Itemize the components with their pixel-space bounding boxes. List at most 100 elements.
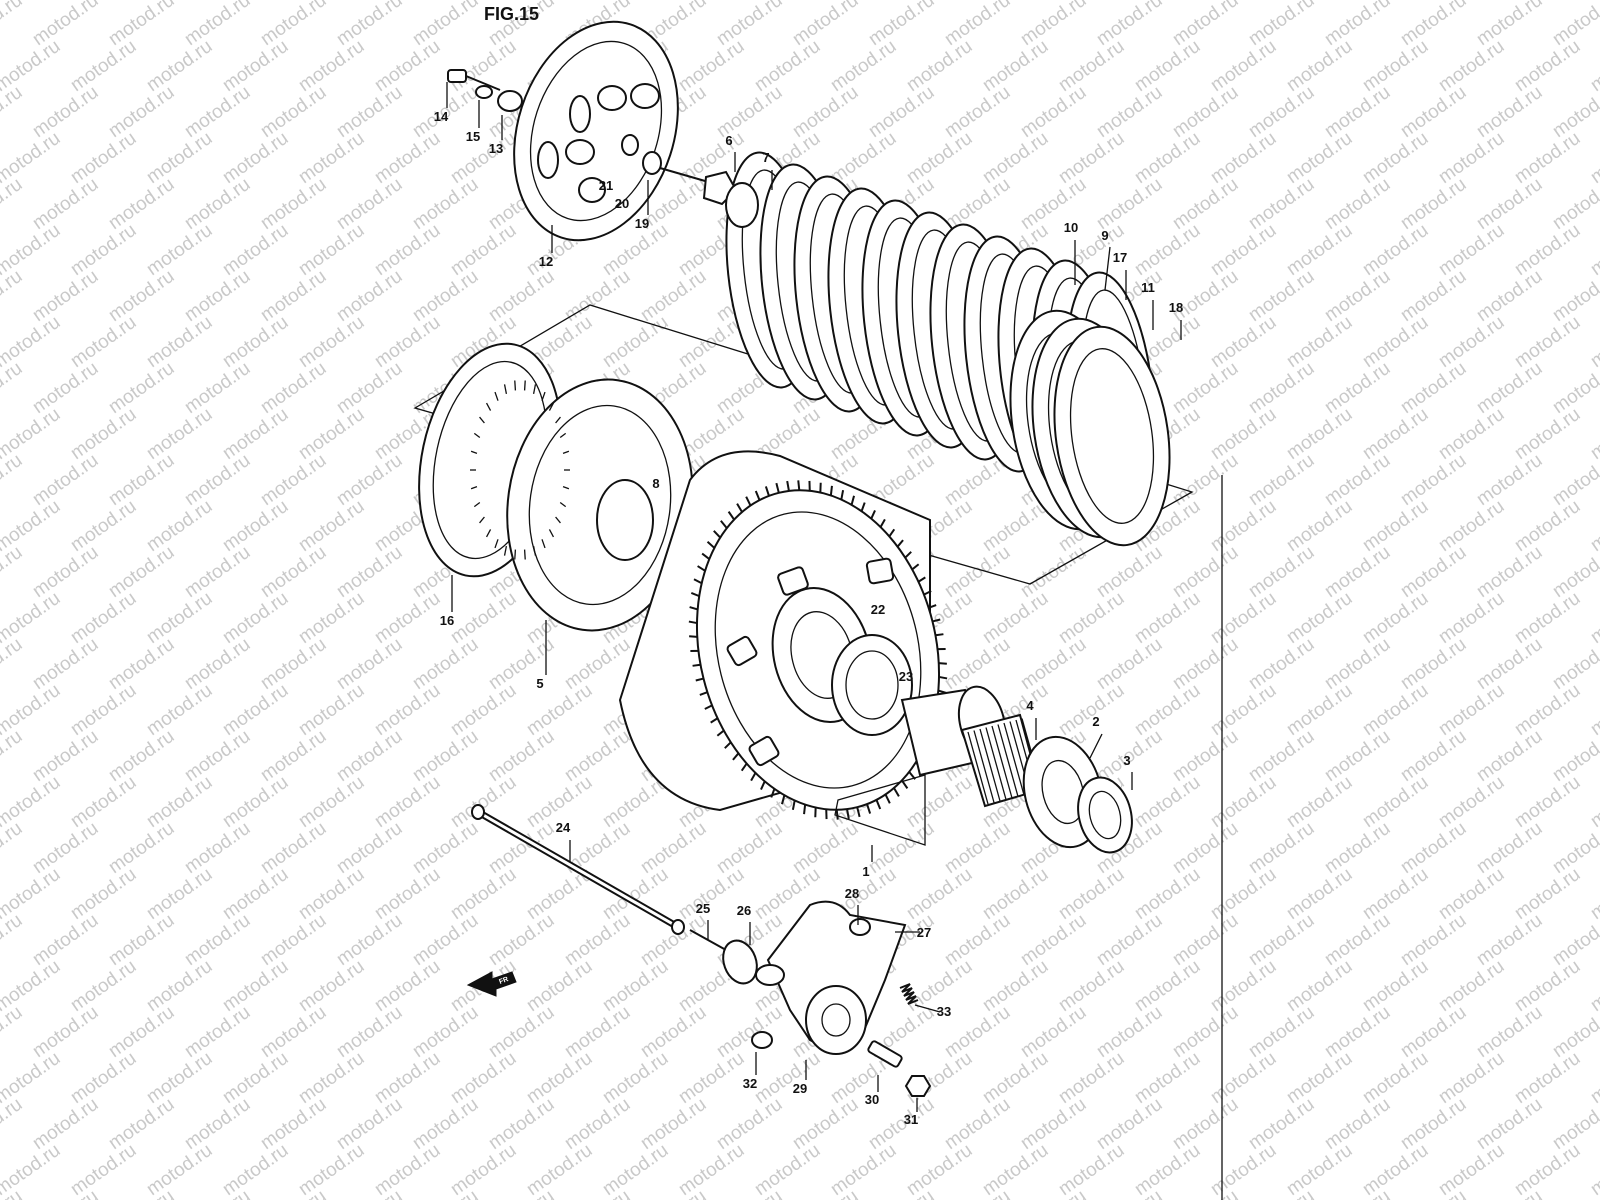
watermark-text: motod.ru — [485, 910, 558, 970]
watermark-text: motod.ru — [1397, 450, 1470, 510]
watermark-text: motod.ru — [257, 1094, 330, 1154]
watermark-text: motod.ru — [1359, 772, 1432, 832]
watermark-text: motod.ru — [1511, 312, 1584, 372]
watermark-text: motod.ru — [1283, 496, 1356, 556]
watermark-text: motod.ru — [1321, 542, 1394, 602]
watermark-text: motod.ru — [1131, 588, 1204, 648]
watermark-text: motod.ru — [1245, 82, 1318, 142]
watermark-text: motod.ru — [751, 1140, 824, 1200]
watermark-text: motod.ru — [143, 956, 216, 1016]
watermark-text: motod.ru — [1435, 588, 1508, 648]
part-label: 10 — [1064, 220, 1078, 235]
watermark-text: motod.ru — [979, 36, 1052, 96]
watermark-text: motod.ru — [0, 1002, 26, 1062]
watermark-text: motod.ru — [1473, 82, 1546, 142]
watermark-text: motod.ru — [1511, 220, 1584, 280]
watermark-text: motod.ru — [1511, 956, 1584, 1016]
watermark-text: motod.ru — [447, 864, 520, 924]
watermark-text: motod.ru — [1169, 634, 1242, 694]
watermark-text: motod.ru — [599, 1140, 672, 1200]
watermark-text: motod.ru — [1473, 174, 1546, 234]
watermark-text: motod.ru — [789, 818, 862, 878]
watermark-text: motod.ru — [1055, 956, 1128, 1016]
watermark-text: motod.ru — [1245, 726, 1318, 786]
watermark-text: motod.ru — [257, 910, 330, 970]
watermark-text: motod.ru — [1321, 0, 1394, 50]
watermark-text: motod.ru — [561, 1186, 634, 1200]
watermark-text: motod.ru — [637, 266, 710, 326]
watermark-text: motod.ru — [1207, 312, 1280, 372]
watermark-text: motod.ru — [1055, 1048, 1128, 1108]
watermark-text: motod.ru — [67, 588, 140, 648]
watermark-text: motod.ru — [1283, 956, 1356, 1016]
watermark-text: motod.ru — [1017, 0, 1090, 50]
watermark-text: motod.ru — [1473, 634, 1546, 694]
watermark-text: motod.ru — [143, 128, 216, 188]
watermark-text: motod.ru — [561, 1094, 634, 1154]
watermark-text: motod.ru — [1245, 266, 1318, 326]
watermark-text: motod.ru — [181, 726, 254, 786]
watermark-text: motod.ru — [1093, 174, 1166, 234]
watermark-text: motod.ru — [1055, 588, 1128, 648]
watermark-text: motod.ru — [219, 588, 292, 648]
watermark-text: motod.ru — [485, 634, 558, 694]
watermark-text: motod.ru — [1131, 772, 1204, 832]
watermark-text: motod.ru — [1169, 542, 1242, 602]
watermark-text: motod.ru — [1511, 36, 1584, 96]
watermark-text: motod.ru — [295, 588, 368, 648]
clutch-ring — [1053, 325, 1171, 547]
watermark-text: motod.ru — [333, 266, 406, 326]
watermark-text: motod.ru — [1511, 680, 1584, 740]
watermark-text: motod.ru — [1435, 864, 1508, 924]
watermark-text: motod.ru — [0, 266, 26, 326]
watermark-text: motod.ru — [219, 772, 292, 832]
watermark-text: motod.ru — [295, 220, 368, 280]
watermark-text: motod.ru — [295, 864, 368, 924]
watermark-text: motod.ru — [257, 450, 330, 510]
screw — [849, 918, 871, 936]
watermark-text: motod.ru — [371, 36, 444, 96]
watermark-text: motod.ru — [1207, 1140, 1280, 1200]
watermark-text: motod.ru — [1587, 220, 1600, 280]
watermark-text: motod.ru — [675, 1140, 748, 1200]
watermark-text: motod.ru — [1397, 542, 1470, 602]
front-direction-marker: FR — [466, 971, 517, 997]
watermark-text: motod.ru — [865, 0, 938, 50]
watermark-text: motod.ru — [371, 312, 444, 372]
thrust-washer — [1077, 776, 1133, 854]
watermark-text: motod.ru — [333, 1186, 406, 1200]
watermark-text: motod.ru — [371, 588, 444, 648]
watermark-text: motod.ru — [1093, 1002, 1166, 1062]
part-label: 32 — [743, 1076, 757, 1091]
watermark-text: motod.ru — [1435, 220, 1508, 280]
watermark-text: motod.ru — [257, 634, 330, 694]
watermark-text: motod.ru — [333, 726, 406, 786]
watermark-text: motod.ru — [1587, 864, 1600, 924]
watermark-text: motod.ru — [1397, 818, 1470, 878]
watermark-text: motod.ru — [1017, 1094, 1090, 1154]
watermark-text: motod.ru — [941, 82, 1014, 142]
watermark-text: motod.ru — [523, 680, 596, 740]
watermark-text: motod.ru — [219, 864, 292, 924]
part-label: 5 — [536, 676, 543, 691]
watermark-text: motod.ru — [0, 818, 26, 878]
watermark-text: motod.ru — [713, 1094, 786, 1154]
watermark-text: motod.ru — [447, 772, 520, 832]
part-label: 15 — [466, 129, 480, 144]
watermark-text: motod.ru — [751, 1048, 824, 1108]
watermark-text: motod.ru — [1283, 404, 1356, 464]
part-label: 12 — [539, 254, 553, 269]
watermark-text: motod.ru — [409, 1186, 482, 1200]
part-label: 18 — [1169, 300, 1183, 315]
watermark-text: motod.ru — [219, 128, 292, 188]
watermark-text: motod.ru — [409, 266, 482, 326]
clutch-sleeve-hub — [418, 342, 694, 632]
part-label: 2 — [1092, 714, 1099, 729]
watermark-text: motod.ru — [599, 312, 672, 372]
watermark-text: motod.ru — [0, 910, 26, 970]
watermark-text: motod.ru — [1397, 1186, 1470, 1200]
watermark-text: motod.ru — [105, 82, 178, 142]
watermark-text: motod.ru — [333, 174, 406, 234]
watermark-text: motod.ru — [941, 1002, 1014, 1062]
watermark-text: motod.ru — [447, 1048, 520, 1108]
